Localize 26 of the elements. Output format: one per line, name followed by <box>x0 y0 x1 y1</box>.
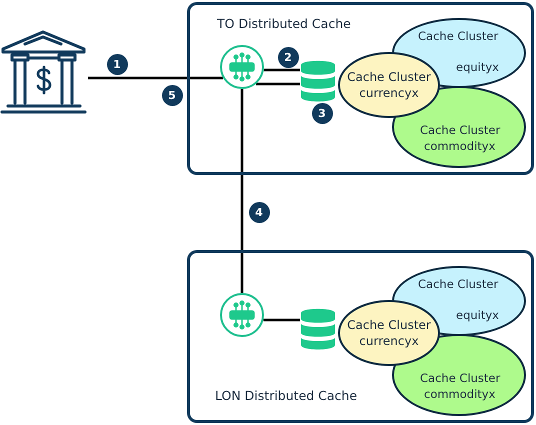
cluster-title: Cache Cluster <box>347 69 431 85</box>
cluster-name: currencyx <box>359 333 419 349</box>
callout-number: 5 <box>162 84 182 106</box>
connector-line <box>88 76 223 80</box>
callout-number: 2 <box>278 46 298 68</box>
cluster-title: Cache Cluster <box>418 277 498 292</box>
region-box <box>187 250 534 423</box>
cluster-title: Cache Cluster <box>418 29 498 44</box>
connector-line <box>263 318 300 322</box>
callout-number: 4 <box>248 202 270 222</box>
connector-line <box>240 89 244 293</box>
connector-line <box>264 68 300 72</box>
cluster-title: Cache Cluster <box>347 317 431 333</box>
cluster-title: Cache Cluster <box>420 123 500 138</box>
connector-line <box>256 82 300 86</box>
region-title: TO Distributed Cache <box>217 16 351 31</box>
cluster-name: equityx <box>456 308 499 323</box>
cluster-name: equityx <box>456 60 499 75</box>
cluster-title: Cache Cluster <box>420 371 500 386</box>
callout-number: 1 <box>106 54 128 74</box>
callout-number: 3 <box>312 102 332 124</box>
region-box <box>187 2 534 175</box>
cluster-name: commodityx <box>424 387 496 402</box>
region-title: LON Distributed Cache <box>215 388 358 403</box>
cluster-name: currencyx <box>359 85 419 101</box>
cluster-name: commodityx <box>424 139 496 154</box>
